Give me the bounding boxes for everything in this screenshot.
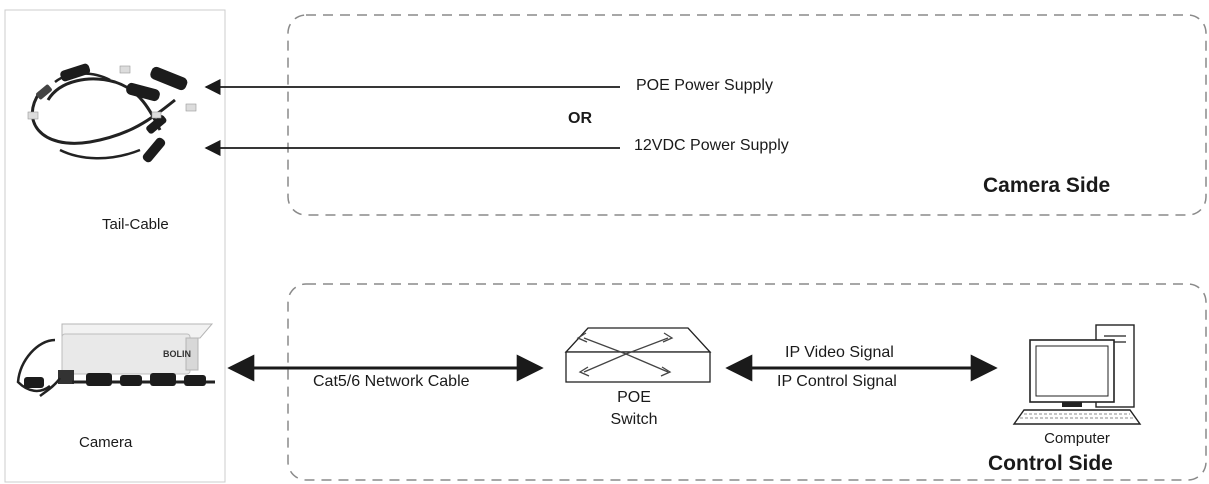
or-label: OR: [568, 110, 592, 127]
tail-cable-label: Tail-Cable: [102, 216, 169, 233]
control-signal-label: IP Control Signal: [777, 373, 897, 390]
camera-label: Camera: [79, 434, 133, 451]
dc-power-label: 12VDC Power Supply: [634, 137, 789, 154]
computer-icon: [1012, 324, 1142, 425]
network-cable-label: Cat5/6 Network Cable: [313, 373, 470, 390]
computer-label: Computer: [1044, 430, 1110, 447]
control-side-group: [287, 283, 1207, 481]
poe-switch-icon: [564, 327, 712, 383]
switch-label-line1: POE: [617, 389, 651, 406]
control-side-title: Control Side: [988, 452, 1113, 475]
camera-side-group: [287, 14, 1207, 216]
camera-icon: [16, 323, 215, 397]
camera-side-title: Camera Side: [983, 174, 1111, 197]
tail-cable-icon: [27, 63, 197, 163]
switch-label-line2: Switch: [610, 411, 658, 428]
video-signal-label: IP Video Signal: [785, 344, 894, 361]
camera-brand-label: BOLIN: [163, 349, 191, 359]
poe-power-label: POE Power Supply: [636, 77, 773, 94]
left-device-panel: [4, 9, 226, 483]
